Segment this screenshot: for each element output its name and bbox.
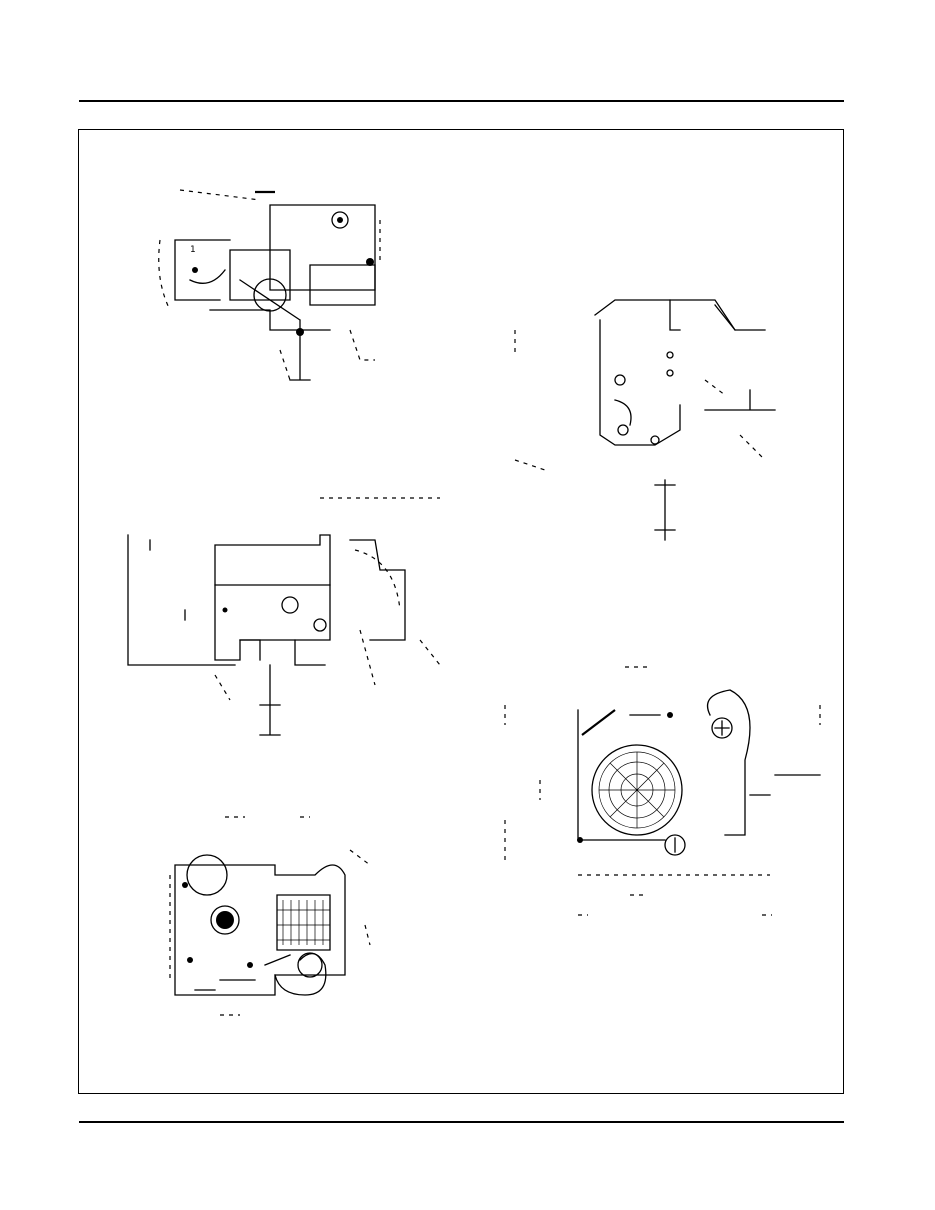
footer-rule bbox=[79, 1121, 844, 1123]
engine-drawing-top-right bbox=[505, 285, 785, 545]
engine-drawing-middle-right bbox=[500, 665, 830, 930]
engine-drawing-bottom-left bbox=[165, 815, 385, 1020]
figure-frame bbox=[78, 129, 844, 1094]
engine-drawing-middle-left bbox=[120, 490, 445, 740]
engine-drawing-top-left: 1 bbox=[150, 180, 390, 390]
callout-number: 1 bbox=[190, 245, 196, 255]
header-rule bbox=[79, 100, 844, 102]
